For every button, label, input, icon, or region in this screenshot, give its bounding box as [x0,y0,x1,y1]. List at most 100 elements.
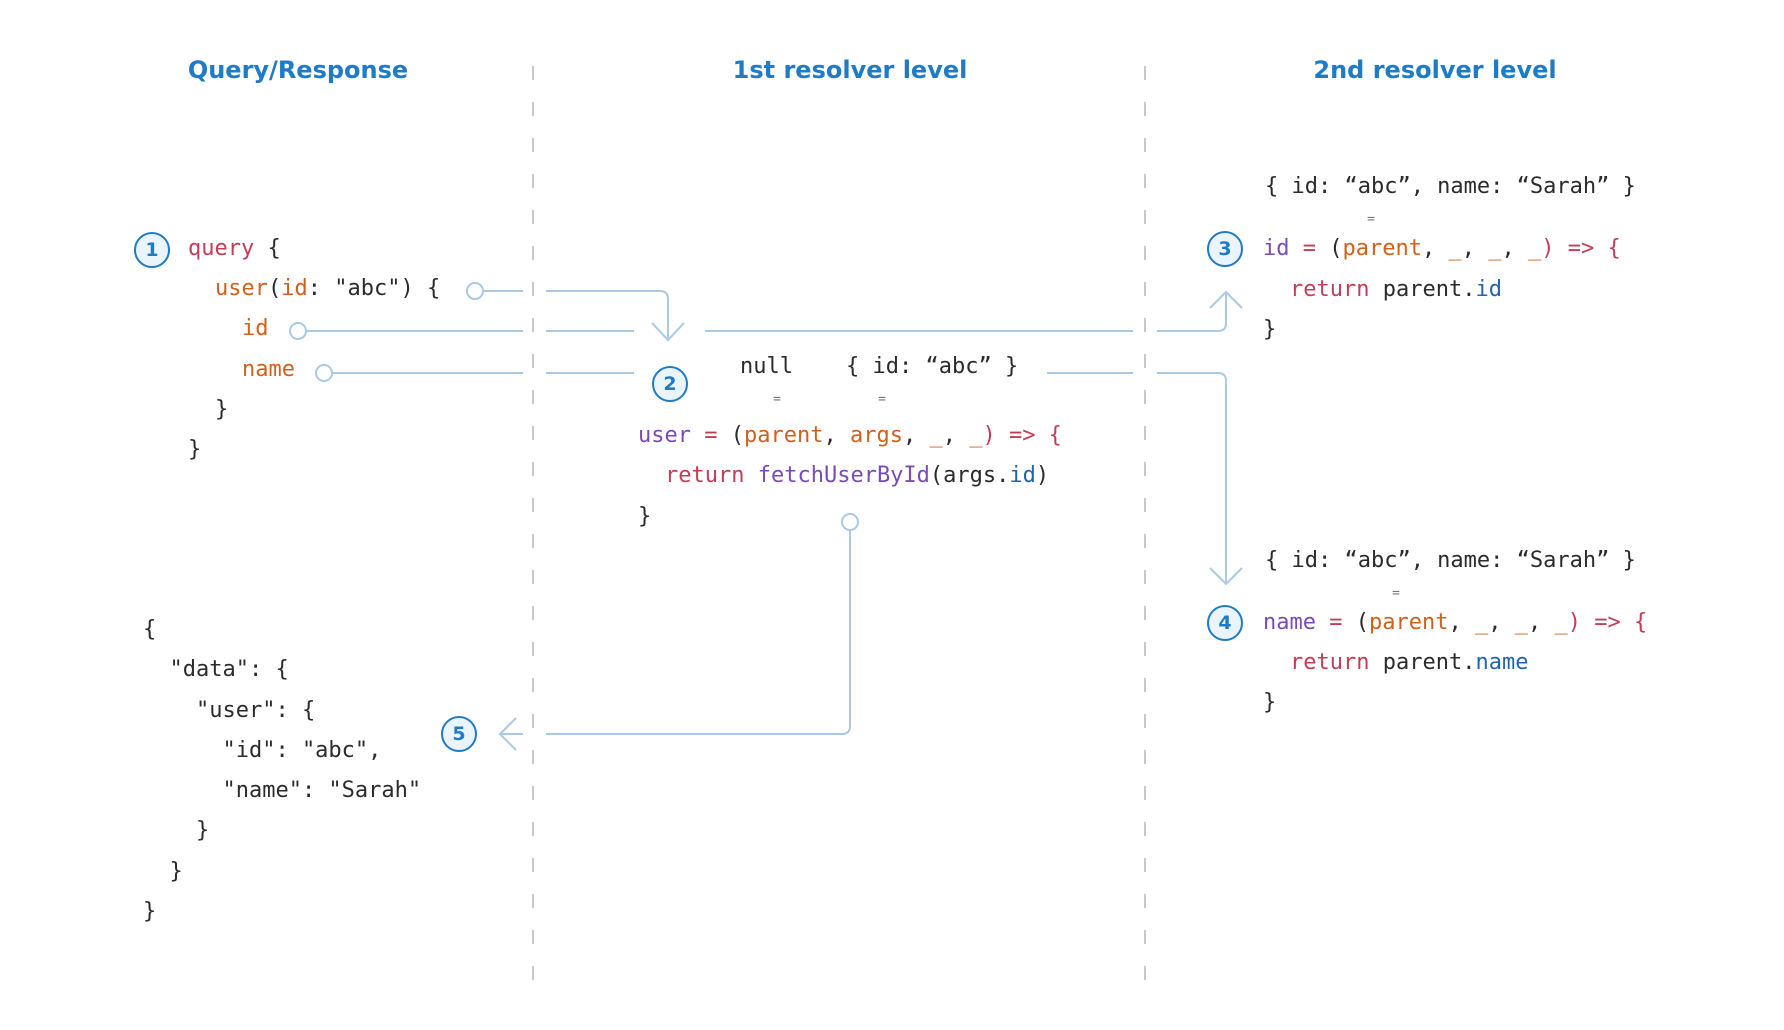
name-resolver-signature: name = (parent, _, _, _) => { [1263,610,1647,636]
query-arg-open: ( [267,276,282,301]
id-resolver-arrow: ) => { [1541,236,1621,261]
user-resolver-parent-value: null [740,354,793,379]
id-resolver-close: } [1263,317,1277,342]
query-line-1: query { [188,236,281,262]
user-resolver-signature: user = (parent, args, _, _) => { [638,423,1062,449]
id-resolver-param-3: _ [1488,236,1502,261]
response-line-3: "user": { [143,698,316,723]
user-resolver-open-paren: ( [730,423,744,448]
name-resolver-comma-1: , [1448,610,1475,635]
user-resolver-assign: = [690,423,731,448]
query-line-5: } [215,397,229,422]
name-resolver-parent-value: { id: “abc”, name: “Sarah” } [1265,548,1636,573]
header-second-resolver-level: 2nd resolver level [1313,56,1557,84]
user-resolver-param-info: _ [969,423,983,448]
name-resolver-close: } [1263,690,1277,715]
id-resolver-comma-1: , [1421,236,1449,261]
id-resolver-parent-value: { id: “abc”, name: “Sarah” } [1265,174,1636,199]
user-resolver-param-args: args [849,423,903,448]
name-resolver-prop: name [1475,650,1529,675]
user-resolver-fetch-fn: fetchUserById [757,463,930,488]
user-resolver-call-open: (args. [929,463,1010,488]
response-line-2: "data": { [143,657,289,682]
user-resolver-args-value: { id: “abc” } [846,354,1019,379]
name-field-port [315,364,333,382]
step-3-badge: 3 [1207,231,1243,267]
header-first-resolver-level: 1st resolver level [732,56,968,84]
response-line-7: } [143,859,183,884]
query-line-3: id [242,316,269,342]
id-resolver-param-4: _ [1527,236,1542,261]
user-resolver-body: return fetchUserById(args.id) [665,463,1049,489]
response-line-8: } [143,899,157,924]
query-arg-rest: : "abc") { [307,276,441,301]
name-resolver-name: name [1263,610,1316,635]
id-resolver-param-parent: parent [1342,236,1422,261]
user-resolver-param-parent: parent [743,423,824,448]
name-arrowhead [1209,567,1243,586]
query-open-brace: { [254,236,281,261]
user-resolver-close: } [638,504,652,529]
result-connector [546,530,851,735]
name-resolver-param-2: _ [1474,610,1489,635]
response-line-1: { [143,617,157,642]
name-resolver-open-paren: ( [1355,610,1369,635]
connector-group [289,282,1243,751]
query-arg-name: id [281,276,308,301]
name-resolver-param-4: _ [1554,610,1568,635]
name-resolver-param-parent: parent [1368,610,1449,635]
name-connector-d [1157,372,1227,584]
response-line-6: } [143,818,210,843]
id-arrowhead [1209,290,1243,309]
user-resolver-arrow: ) => { [982,423,1062,448]
result-port [841,513,859,531]
id-resolver-body-text: parent. [1369,277,1476,302]
user-resolver-comma-2: , [902,423,930,448]
id-resolver-return: return [1290,277,1370,302]
id-field-port [289,322,307,340]
step-4-badge: 4 [1207,605,1243,641]
id-resolver-equals: = [1367,212,1375,227]
response-line-4: "id": "abc", [143,738,382,763]
response-line-5: "name": "Sarah" [143,778,422,803]
user-connector-b [546,290,669,338]
name-resolver-comma-2: , [1488,610,1515,635]
id-resolver-prop: id [1475,277,1502,302]
step-1-badge: 1 [134,232,170,268]
name-resolver-body-text: parent. [1369,650,1476,675]
name-resolver-equals: = [1392,586,1400,601]
query-id-field: id [242,316,269,341]
step-5-badge: 5 [441,716,477,752]
user-resolver-call-close: ) [1035,463,1050,488]
result-arrowhead [498,717,517,751]
user-resolver-return: return [665,463,745,488]
id-resolver-name: id [1263,236,1290,261]
step-2-badge: 2 [652,366,688,402]
id-resolver-open-paren: ( [1329,236,1343,261]
user-arrowhead [651,322,685,342]
id-resolver-signature: id = (parent, _, _, _) => { [1263,236,1621,262]
name-resolver-comma-3: , [1527,610,1555,635]
header-query-response: Query/Response [187,56,409,84]
id-resolver-comma-3: , [1501,236,1528,261]
id-resolver-comma-2: , [1461,236,1489,261]
query-line-6: } [188,437,202,462]
query-line-2: user(id: "abc") { [215,276,440,302]
user-resolver-call-prop: id [1009,463,1036,488]
user-resolver-param-ctx: _ [929,423,943,448]
id-resolver-param-2: _ [1448,236,1462,261]
query-line-4: name [242,357,295,383]
user-resolver-name: user [638,423,691,448]
query-user-field: user [215,276,268,301]
id-resolver-body: return parent.id [1290,277,1502,303]
id-connector-d [1157,294,1227,332]
user-resolver-comma-1: , [823,423,850,448]
query-keyword: query [188,236,255,261]
name-resolver-body: return parent.name [1290,650,1528,676]
name-resolver-return: return [1290,650,1370,675]
user-resolver-comma-3: , [942,423,970,448]
name-resolver-param-3: _ [1514,610,1528,635]
id-resolver-assign: = [1289,236,1330,261]
